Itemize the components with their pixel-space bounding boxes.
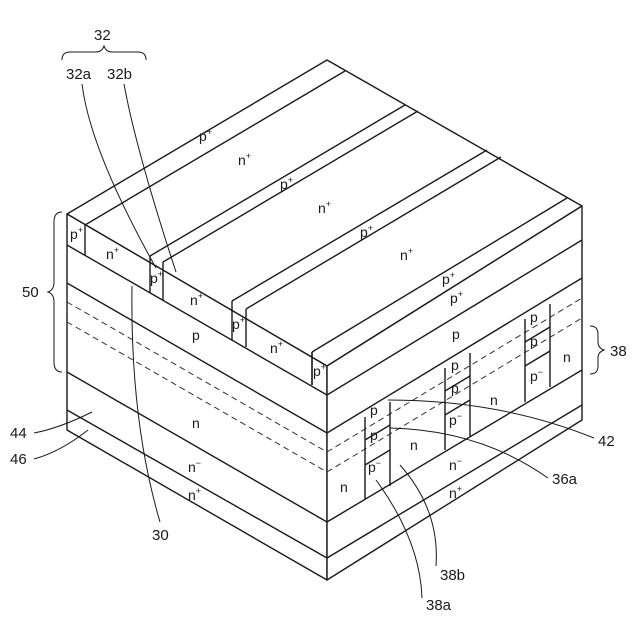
ref-32a: 32a xyxy=(66,66,92,83)
label-p: p xyxy=(370,427,378,443)
label-n: n xyxy=(563,349,571,365)
ref-30: 30 xyxy=(152,527,169,544)
label-p: p xyxy=(530,333,538,349)
ref-46: 46 xyxy=(10,451,27,468)
label-n: n xyxy=(340,479,348,495)
label-n: n xyxy=(490,392,498,408)
label-p: p xyxy=(530,309,538,325)
ref-50: 50 xyxy=(22,284,39,301)
ref-38b: 38b xyxy=(440,567,465,584)
ref-36a: 36a xyxy=(552,471,578,488)
label-n-plus: n+ xyxy=(449,484,462,501)
ref-32b: 32b xyxy=(107,66,132,83)
label-p: p xyxy=(192,327,200,343)
ref-32: 32 xyxy=(94,27,111,44)
brace-50 xyxy=(48,212,62,372)
ref-44: 44 xyxy=(10,425,27,442)
ref-38: 38 xyxy=(610,343,627,360)
brace-32 xyxy=(62,46,146,60)
ref-42: 42 xyxy=(598,433,615,450)
label-p: p xyxy=(452,326,460,342)
brace-38 xyxy=(590,326,604,374)
label-n: n xyxy=(192,415,200,431)
label-p: p xyxy=(370,402,378,418)
label-p: p xyxy=(451,357,459,373)
label-n: n xyxy=(410,437,418,453)
ref-38a: 38a xyxy=(426,597,452,614)
label-p: p xyxy=(451,380,459,396)
